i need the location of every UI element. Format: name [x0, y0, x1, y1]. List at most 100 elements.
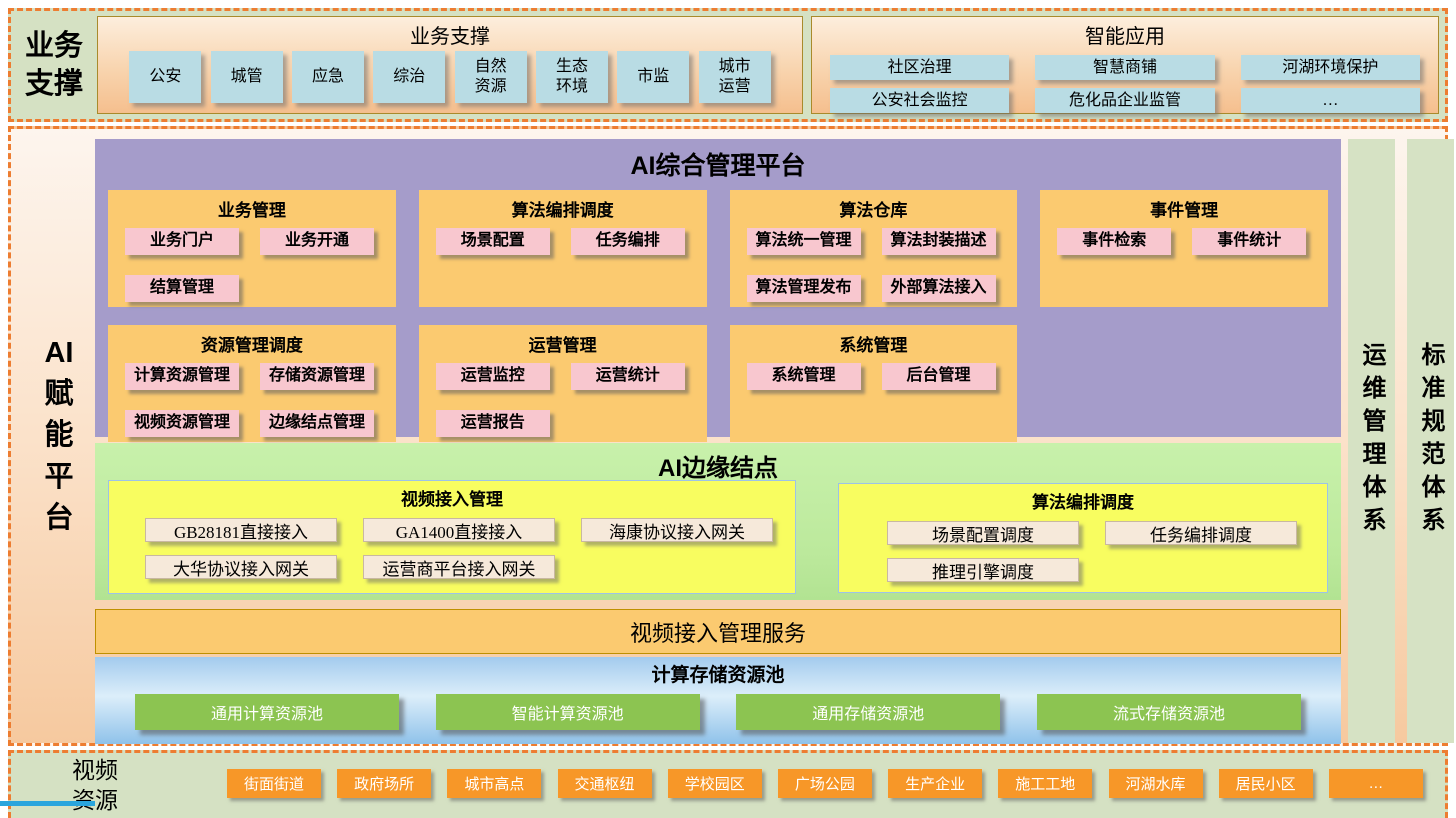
- business-support-band-label: 业务 支撑: [24, 29, 83, 100]
- group-resource-scheduling: 资源管理调度 计算资源管理 存储资源管理 视频资源管理 边缘结点管理: [108, 325, 396, 442]
- video-access-row: 大华协议接入网关 运营商平台接入网关: [109, 555, 795, 579]
- business-item: 应急: [291, 51, 364, 103]
- video-source-item: 居民小区: [1218, 769, 1313, 798]
- app-item: 河湖环境保护: [1240, 55, 1420, 80]
- group-items: 业务门户 业务开通 结算管理: [108, 228, 396, 302]
- bottom-left-blue-line: [0, 801, 95, 806]
- video-source-item: 广场公园: [777, 769, 872, 798]
- business-item: 市监: [617, 51, 690, 103]
- business-items-row: 公安 城管 应急 综治 自然 资源 生态 环境 市监 城市 运营: [98, 49, 802, 113]
- intelligent-apps-box: 智能应用 社区治理 智慧商铺 河湖环境保护 公安社会监控 危化品企业监管 …: [811, 16, 1439, 114]
- video-resource-items-row: 街面街道 政府场所 城市高点 交通枢纽 学校园区 广场公园 生产企业 施工工地 …: [149, 769, 1445, 802]
- group-title: 事件管理: [1150, 201, 1219, 220]
- ai-enable-platform-label: AI 赋 能 平 台: [44, 337, 74, 534]
- business-item: 公安: [129, 51, 202, 103]
- group-event-management: 事件管理 事件检索 事件统计: [1040, 190, 1328, 307]
- pool-item: 流式存储资源池: [1036, 694, 1301, 730]
- pool-item: 通用存储资源池: [736, 694, 1001, 730]
- module-item: 计算资源管理: [125, 363, 239, 390]
- module-item: 系统管理: [746, 363, 861, 390]
- video-source-item: 街面街道: [227, 769, 321, 798]
- module-item: 运营报告: [435, 409, 550, 437]
- module-item: 事件检索: [1057, 228, 1172, 255]
- compute-storage-pool-panel: 计算存储资源池 通用计算资源池 智能计算资源池 通用存储资源池 流式存储资源池: [95, 657, 1341, 744]
- pool-item: 通用计算资源池: [135, 694, 399, 730]
- sched-item: 场景配置调度: [887, 521, 1079, 545]
- video-resource-band-label: 视频 资源: [72, 757, 118, 813]
- module-item: 算法统一管理: [746, 228, 861, 255]
- business-item: 生态 环境: [535, 51, 608, 103]
- business-support-band: 业务 支撑 业务支撑 公安 城管 应急 综治 自然 资源 生态 环境 市监 城市…: [8, 8, 1448, 122]
- app-item: 危化品企业监管: [1035, 88, 1215, 113]
- intelligent-apps-grid: 社区治理 智慧商铺 河湖环境保护 公安社会监控 危化品企业监管 …: [812, 49, 1438, 123]
- module-item: 外部算法接入: [881, 274, 996, 302]
- module-item: 结算管理: [125, 274, 239, 302]
- business-item: 城管: [210, 51, 283, 103]
- group-items: 计算资源管理 存储资源管理 视频资源管理 边缘结点管理: [108, 363, 396, 437]
- video-source-item: …: [1328, 769, 1423, 798]
- pool-row: 通用计算资源池 智能计算资源池 通用存储资源池 流式存储资源池: [95, 694, 1341, 730]
- app-item: 智慧商铺: [1035, 55, 1215, 80]
- module-item: 场景配置: [435, 228, 550, 255]
- app-item: …: [1240, 88, 1420, 113]
- group-title: 资源管理调度: [200, 336, 303, 355]
- group-items: 场景配置 任务编排: [419, 228, 707, 255]
- ai-edge-node-panel: AI边缘结点 视频接入管理 GB28181直接接入 GA1400直接接入 海康协…: [95, 443, 1341, 600]
- business-item: 综治: [373, 51, 446, 103]
- ops-management-system-bar: 运维管理体系: [1348, 139, 1395, 743]
- access-item: 大华协议接入网关: [145, 555, 337, 579]
- video-resource-band: 视频 资源 街面街道 政府场所 城市高点 交通枢纽 学校园区 广场公园 生产企业…: [8, 750, 1448, 818]
- group-title: 系统管理: [839, 336, 908, 355]
- video-access-service-bar: 视频接入管理服务: [95, 609, 1341, 654]
- standard-spec-system-bar: 标准规范体系: [1407, 139, 1454, 743]
- access-item: GA1400直接接入: [363, 518, 555, 542]
- business-support-box-title: 业务支撑: [410, 26, 490, 48]
- group-operation-management: 运营管理 运营监控 运营统计 运营报告: [418, 325, 707, 442]
- compute-storage-pool-title: 计算存储资源池: [651, 665, 785, 686]
- business-item: 自然 资源: [454, 51, 527, 103]
- main-content-column: AI综合管理平台 业务管理 业务门户 业务开通 结算管理 算法编排调度 场: [95, 139, 1341, 744]
- app-item: 社区治理: [830, 55, 1010, 80]
- access-item: 运营商平台接入网关: [363, 555, 555, 579]
- video-source-item: 城市高点: [447, 769, 542, 798]
- edge-algo-sched-row: 场景配置调度 任务编排调度: [839, 521, 1327, 545]
- edge-algo-sched-row: 推理引擎调度: [839, 558, 1327, 582]
- video-access-row: GB28181直接接入 GA1400直接接入 海康协议接入网关: [109, 518, 795, 542]
- business-support-box: 业务支撑 公安 城管 应急 综治 自然 资源 生态 环境 市监 城市 运营: [97, 16, 803, 114]
- access-item: GB28181直接接入: [145, 518, 337, 542]
- group-items: 事件检索 事件统计: [1040, 228, 1328, 255]
- sched-item: 推理引擎调度: [887, 558, 1079, 582]
- module-item: 运营统计: [570, 363, 685, 390]
- module-item: 后台管理: [881, 363, 996, 390]
- sched-item: 任务编排调度: [1105, 521, 1297, 545]
- group-title: 运营管理: [528, 336, 597, 355]
- intelligent-apps-box-title: 智能应用: [1085, 26, 1165, 48]
- group-system-management: 系统管理 系统管理 后台管理: [729, 325, 1018, 442]
- module-item: 存储资源管理: [260, 363, 374, 390]
- video-source-item: 河湖水库: [1108, 769, 1203, 798]
- platform-groups-grid: 业务管理 业务门户 业务开通 结算管理 算法编排调度 场景配置 任务编排: [95, 190, 1341, 442]
- module-item: 业务门户: [125, 228, 239, 255]
- group-items: 运营监控 运营统计 运营报告: [419, 363, 707, 437]
- edge-algo-sched-title: 算法编排调度: [1032, 493, 1134, 512]
- app-item: 公安社会监控: [830, 88, 1010, 113]
- ai-enable-platform-band: AI 赋 能 平 台 AI综合管理平台 业务管理 业务门户 业务开通 结算管理: [8, 126, 1454, 746]
- group-business-management: 业务管理 业务门户 业务开通 结算管理: [108, 190, 396, 307]
- business-item: 城市 运营: [698, 51, 771, 103]
- ai-management-platform-title: AI综合管理平台: [630, 152, 806, 180]
- group-items: 系统管理 后台管理: [730, 363, 1018, 390]
- ai-management-platform-panel: AI综合管理平台 业务管理 业务门户 业务开通 结算管理 算法编排调度 场: [95, 139, 1341, 442]
- video-source-item: 学校园区: [667, 769, 762, 798]
- module-item: 事件统计: [1192, 228, 1307, 255]
- video-access-box: 视频接入管理 GB28181直接接入 GA1400直接接入 海康协议接入网关 大…: [108, 480, 796, 594]
- video-source-item: 生产企业: [888, 769, 983, 798]
- video-source-item: 施工工地: [998, 769, 1093, 798]
- module-item: 业务开通: [260, 228, 374, 255]
- pool-item: 智能计算资源池: [435, 694, 700, 730]
- module-item: 算法封装描述: [881, 228, 996, 255]
- group-title: 算法仓库: [839, 201, 908, 220]
- video-source-item: 政府场所: [337, 769, 432, 798]
- module-item: 算法管理发布: [746, 274, 861, 302]
- ai-edge-node-title: AI边缘结点: [658, 455, 778, 482]
